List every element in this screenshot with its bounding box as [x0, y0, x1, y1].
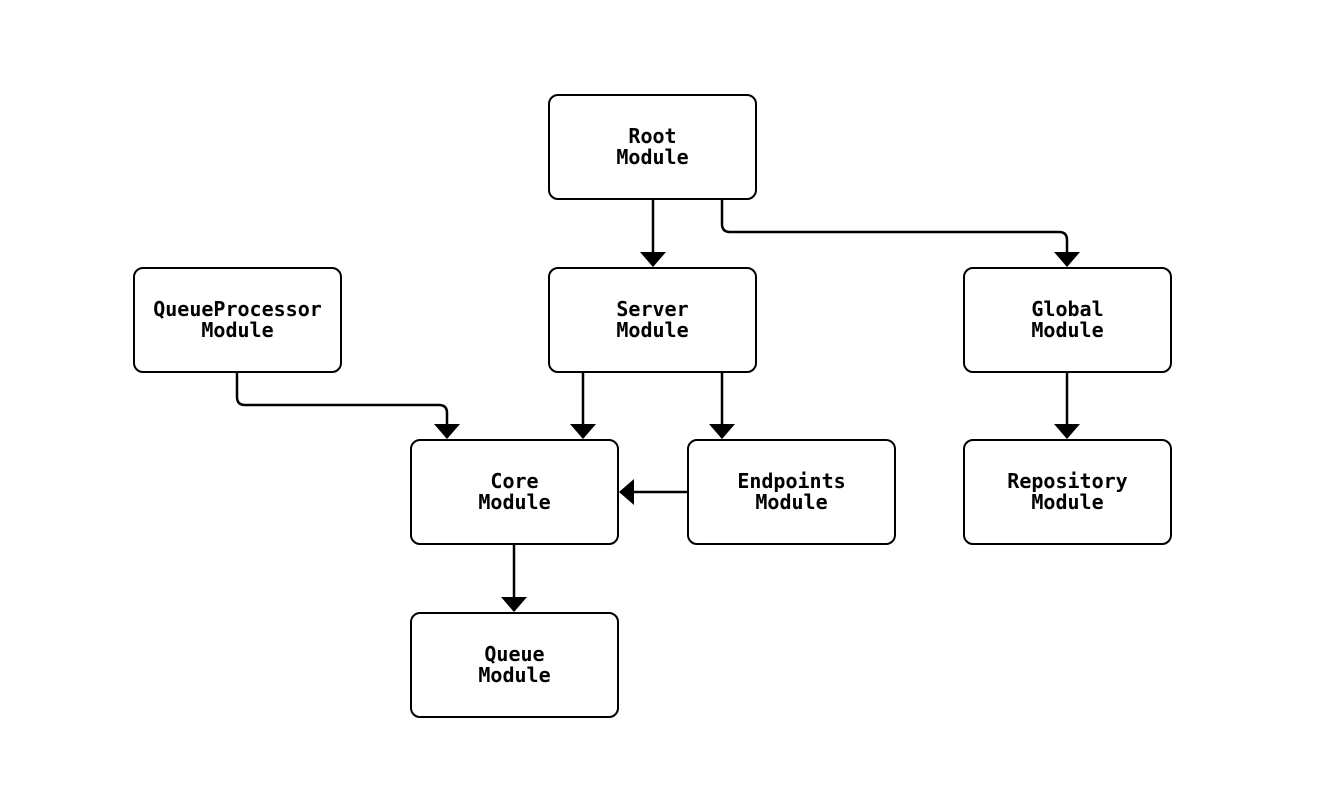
node-endpoints-module: Endpoints Module — [687, 439, 896, 545]
node-root-module: Root Module — [548, 94, 757, 200]
edge-group — [235, 200, 1080, 612]
node-core-module: Core Module — [410, 439, 619, 545]
edge-root-to-global — [720, 200, 1080, 267]
node-queue-module: Queue Module — [410, 612, 619, 718]
node-global-module: Global Module — [963, 267, 1172, 373]
node-label: Core Module — [478, 468, 551, 514]
node-label: Queue Module — [478, 641, 551, 687]
edge-queueprocessor-to-core — [235, 373, 460, 439]
node-label: Server Module — [616, 296, 689, 342]
node-label: QueueProcessor Module — [153, 296, 322, 342]
node-label: Global Module — [1031, 296, 1104, 342]
node-label: Root Module — [616, 123, 689, 169]
node-repository-module: Repository Module — [963, 439, 1172, 545]
node-label: Endpoints Module — [737, 468, 846, 514]
node-server-module: Server Module — [548, 267, 757, 373]
node-label: Repository Module — [1007, 468, 1128, 514]
node-queueprocessor-module: QueueProcessor Module — [133, 267, 342, 373]
